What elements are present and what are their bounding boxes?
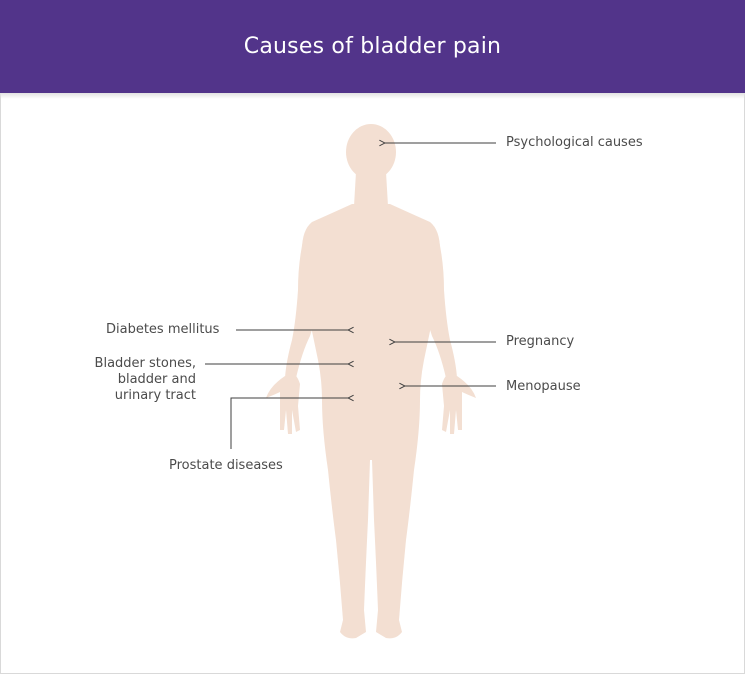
label-bladder-line-2: bladder and [117,372,196,387]
label-bladder-line-1: Bladder stones, [94,356,196,371]
label-pregnancy: Pregnancy [506,334,575,349]
header-banner: Causes of bladder pain [0,0,745,93]
header-shadow [0,93,745,99]
label-bladder-stones: Bladder stones, bladder and urinary trac… [86,356,196,404]
torso-and-legs-shape [302,204,440,639]
head-shape [346,124,396,180]
arrow-prostate [230,398,348,449]
label-prostate-diseases: Prostate diseases [169,458,283,473]
label-diabetes-mellitus: Diabetes mellitus [106,322,220,337]
neck-shape [354,172,388,210]
left-hand-shape [266,376,300,434]
label-menopause: Menopause [506,379,581,394]
page-title: Causes of bladder pain [243,34,502,59]
label-bladder-line-3: urinary tract [114,388,196,403]
left-arm-shape [285,236,322,378]
human-body-silhouette [266,124,476,639]
label-psychological-causes: Psychological causes [506,135,643,150]
right-hand-shape [442,376,476,434]
